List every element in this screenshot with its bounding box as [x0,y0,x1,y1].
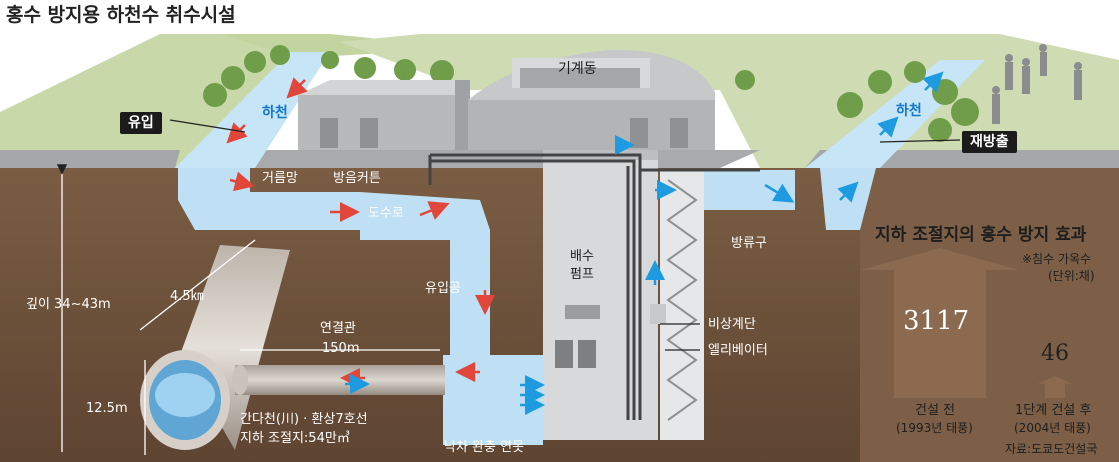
drain-pump-label-2: 펌프 [570,268,594,281]
depth-label: 깊이 34~43m [26,298,111,311]
elevator-label: 엘리베이터 [708,344,768,357]
inflow-label: 유입 [120,112,162,134]
bar-value-before: 3117 [903,308,969,334]
channel-label: 도수로 [368,207,404,220]
drop-pond-label: 낙차 완충 연못 [444,441,524,454]
reservoir-line-2: 지하 조절지:54만㎥ [240,432,350,445]
category-before: 건설 전 [915,404,955,417]
emergency-stairs-label: 비상계단 [708,318,756,331]
chart-title: 지하 조절지의 홍수 방지 효과 [875,227,1086,244]
bar-value-after: 46 [1041,343,1069,365]
diameter-label: 12.5m [86,402,128,415]
chart-source: 자료:도쿄도건설국 [1005,443,1097,455]
machine-building-label: 기계동 [558,62,597,76]
drain-pump-label-1: 배수 [570,250,594,263]
re-discharge-label: 재방출 [962,131,1017,153]
outlet-label: 방류구 [731,237,767,250]
reservoir-line-1: 간다천(川) · 환상7호선 [240,413,368,426]
river-left-label: 하천 [262,106,288,120]
page-title: 홍수 방지용 하천수 취수시설 [6,6,236,25]
sublabel-after: (2004년 태풍) [1014,422,1091,434]
tunnel-length-label: 4.5㎞ [170,290,204,303]
chart-note-2: (단위:채) [1048,270,1095,282]
connector-label: 연결관 [320,322,356,335]
sound-curtain-label: 방음커튼 [333,172,381,185]
screen-label: 거름망 [262,172,298,185]
chart-note-1: ※침수 가옥수 [1022,253,1091,265]
sublabel-before: (1993년 태풍) [896,422,973,434]
connector-length-label: 150m [322,342,359,355]
category-after: 1단계 건설 후 [1015,404,1091,417]
river-right-label: 하천 [896,104,922,118]
inflow-shaft-label: 유입공 [425,282,461,295]
